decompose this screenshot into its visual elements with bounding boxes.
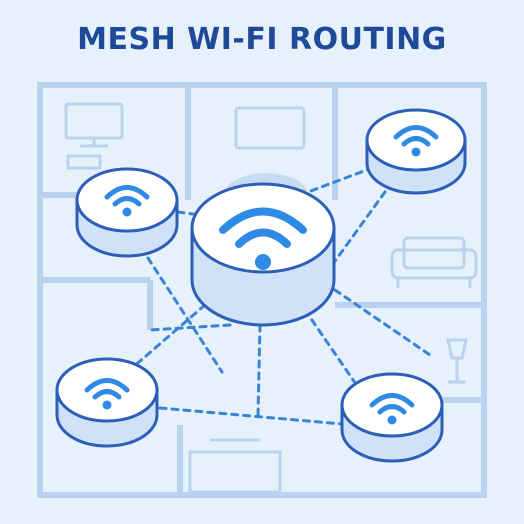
page-title: MESH WI-FI ROUTING xyxy=(77,22,447,57)
link-left-spur xyxy=(148,323,232,332)
tv-icon xyxy=(234,106,306,150)
monitor-icon xyxy=(64,102,124,148)
link-top-left-bottom-right xyxy=(146,256,224,374)
main-router[interactable] xyxy=(190,182,336,327)
wifi-icon xyxy=(219,207,307,270)
node-bottom-right[interactable] xyxy=(340,372,444,463)
desk-icon xyxy=(66,154,102,170)
mesh-links xyxy=(130,163,432,426)
node-top-right[interactable] xyxy=(365,108,467,195)
node-top-left[interactable] xyxy=(75,167,179,258)
link-main-bottom-left xyxy=(130,303,207,370)
link-right-spur xyxy=(333,288,432,357)
lamp-icon xyxy=(446,338,468,384)
link-bottom-left-bottom-right xyxy=(158,406,344,426)
cabinet-icon xyxy=(188,438,282,494)
link-main-bottom-right xyxy=(303,308,362,392)
link-top-right-down xyxy=(328,190,387,270)
link-main-down xyxy=(256,323,262,417)
sofa-icon xyxy=(390,236,478,288)
node-bottom-left[interactable] xyxy=(55,357,159,448)
